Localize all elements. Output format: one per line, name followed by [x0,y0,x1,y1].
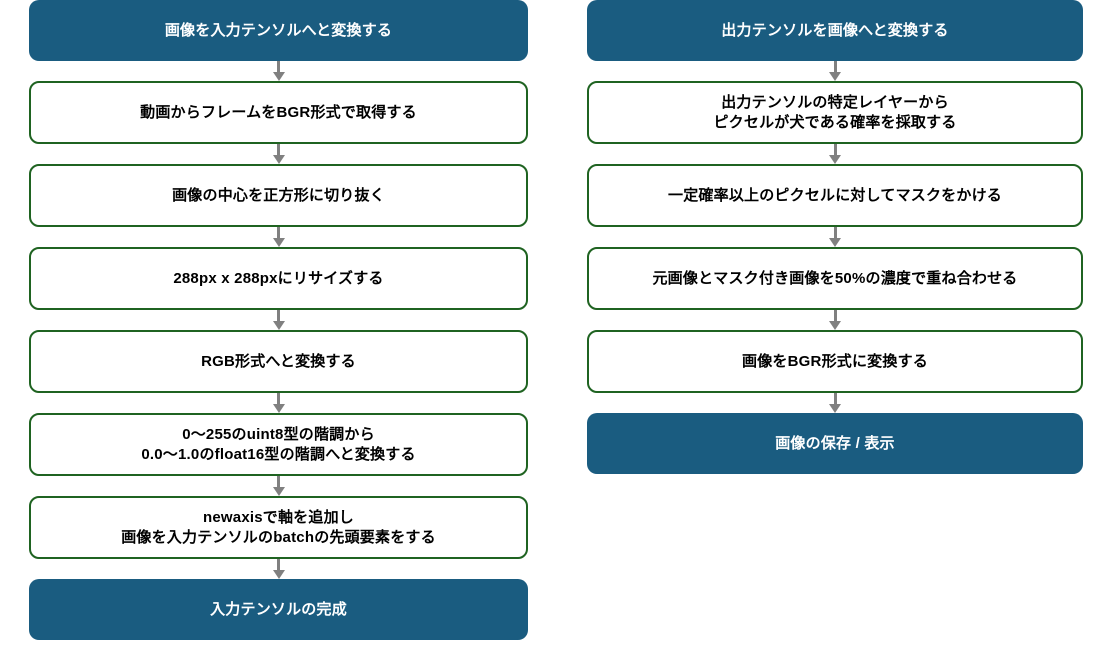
flow-connector-arrow [29,310,528,330]
arrow-head-icon [272,238,285,247]
flow-connector-arrow [29,476,528,496]
flow-node-right-step-4[interactable]: 画像をBGR形式に変換する [587,330,1083,393]
flow-column-output-tensor: 出力テンソルを画像へと変換する出力テンソルの特定レイヤーから ピクセルが犬である… [587,0,1083,474]
connector-line [277,61,280,73]
flow-connector-arrow [587,144,1083,164]
flow-connector-arrow [29,393,528,413]
flow-node-label: 画像をBGR形式に変換する [742,352,928,370]
flow-node-left-step-3[interactable]: 288px x 288pxにリサイズする [29,247,528,310]
flow-connector-arrow [29,144,528,164]
flow-node-label: 288px x 288pxにリサイズする [173,269,384,287]
connector-line [277,144,280,156]
flow-node-right-step-2[interactable]: 一定確率以上のピクセルに対してマスクをかける [587,164,1083,227]
flow-node-left-header[interactable]: 画像を入力テンソルへと変換する [29,0,528,61]
arrow-head-icon [272,155,285,164]
flow-node-right-step-3[interactable]: 元画像とマスク付き画像を50%の濃度で重ね合わせる [587,247,1083,310]
flow-node-right-footer[interactable]: 画像の保存 / 表示 [587,413,1083,474]
flow-node-label: 入力テンソルの完成 [210,600,347,618]
flow-node-label: 0〜255のuint8型の階調から 0.0〜1.0のfloat16型の階調へと変… [141,425,416,463]
connector-line [833,227,837,239]
flow-node-label: newaxisで軸を追加し 画像を入力テンソルのbatchの先頭要素をする [121,508,436,546]
flow-node-label: 画像を入力テンソルへと変換する [164,21,393,39]
flow-node-label: 出力テンソルの特定レイヤーから ピクセルが犬である確率を採取する [713,93,957,131]
arrow-head-icon [272,404,285,413]
connector-line [833,61,837,73]
connector-line [833,144,837,156]
flow-node-left-step-5[interactable]: 0〜255のuint8型の階調から 0.0〜1.0のfloat16型の階調へと変… [29,413,528,476]
arrow-head-icon [829,72,841,81]
flow-connector-arrow [587,61,1083,81]
flow-node-label: 動画からフレームをBGR形式で取得する [140,103,417,121]
connector-line [833,310,837,322]
arrow-head-icon [272,321,285,330]
flow-node-label: 一定確率以上のピクセルに対してマスクをかける [668,186,1002,204]
flow-node-left-footer[interactable]: 入力テンソルの完成 [29,579,528,640]
arrow-head-icon [829,155,841,164]
flow-node-right-header[interactable]: 出力テンソルを画像へと変換する [587,0,1083,61]
flow-column-input-tensor: 画像を入力テンソルへと変換する動画からフレームをBGR形式で取得する画像の中心を… [29,0,528,640]
connector-line [277,559,280,571]
connector-line [833,393,837,405]
flow-node-label: 画像の中心を正方形に切り抜く [172,186,385,204]
arrow-head-icon [272,570,285,579]
arrow-head-icon [829,321,841,330]
flow-node-left-step-1[interactable]: 動画からフレームをBGR形式で取得する [29,81,528,144]
connector-line [277,476,280,488]
flow-node-left-step-4[interactable]: RGB形式へと変換する [29,330,528,393]
arrow-head-icon [829,238,841,247]
arrow-head-icon [272,487,285,496]
flow-node-label: RGB形式へと変換する [201,352,356,370]
flow-connector-arrow [587,393,1083,413]
arrow-head-icon [272,72,285,81]
connector-line [277,310,280,322]
flow-node-label: 出力テンソルを画像へと変換する [721,21,949,39]
flow-connector-arrow [587,310,1083,330]
flow-node-right-step-1[interactable]: 出力テンソルの特定レイヤーから ピクセルが犬である確率を採取する [587,81,1083,144]
flow-node-left-step-6[interactable]: newaxisで軸を追加し 画像を入力テンソルのbatchの先頭要素をする [29,496,528,559]
flow-connector-arrow [29,559,528,579]
connector-line [277,393,280,405]
flow-connector-arrow [29,61,528,81]
flow-node-label: 元画像とマスク付き画像を50%の濃度で重ね合わせる [652,269,1018,287]
connector-line [277,227,280,239]
flow-node-left-step-2[interactable]: 画像の中心を正方形に切り抜く [29,164,528,227]
arrow-head-icon [829,404,841,413]
flow-node-label: 画像の保存 / 表示 [775,434,895,452]
flow-connector-arrow [587,227,1083,247]
flow-connector-arrow [29,227,528,247]
